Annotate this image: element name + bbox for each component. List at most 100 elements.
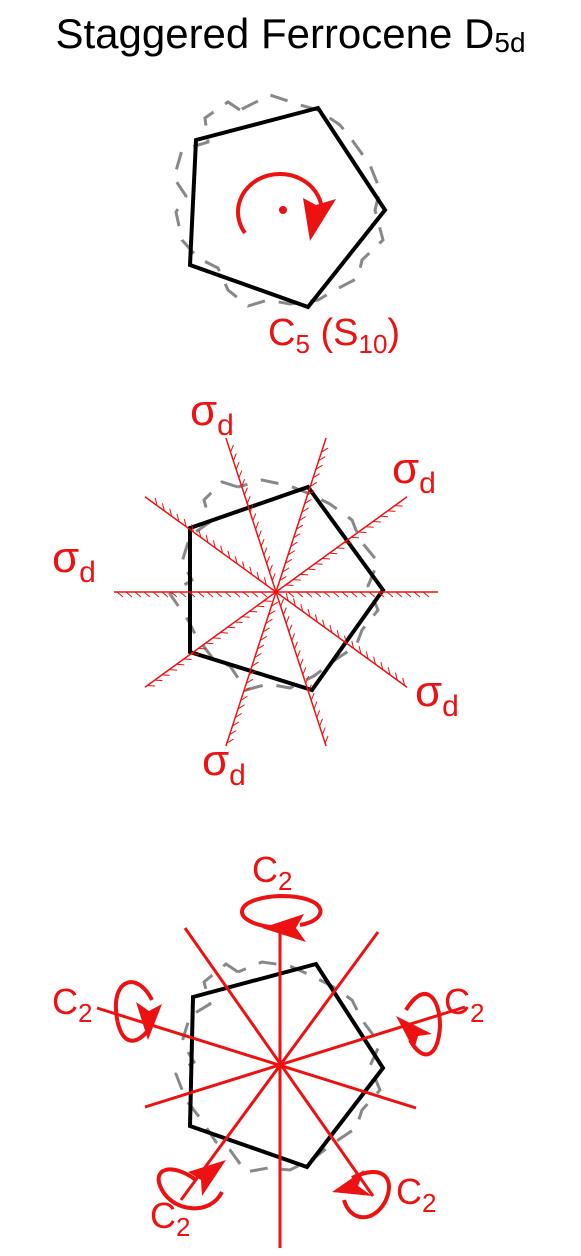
mirror-plane-hatch [248, 670, 256, 676]
mirror-plane-hatch [260, 538, 265, 547]
mirror-plane-hatch [161, 503, 165, 512]
mirror-plane-hatch [332, 591, 340, 598]
mirror-plane-hatch [291, 633, 296, 641]
mirror-plane-hatch [227, 626, 236, 629]
mirror-plane-hatch [212, 540, 216, 549]
mirror-plane-hatch [321, 447, 329, 453]
mirror-plane-hatch [314, 614, 318, 623]
mirror-plane-hatch [321, 727, 326, 735]
mirror-plane-hatch [394, 505, 403, 507]
mirror-plane-hatch [305, 591, 313, 598]
c2-rotation-arrow [113, 980, 154, 1043]
mirror-plane-hatch [249, 566, 253, 575]
mirror-plane-hatch [265, 618, 273, 624]
mirror-plane-hatch [285, 593, 289, 601]
mirror-plane-hatch [294, 641, 298, 650]
mirror-plane-hatch [365, 526, 374, 528]
mirror-plane-hatch [373, 520, 381, 523]
mirror-plane-hatch [279, 576, 287, 582]
c5-rotation-arrow [236, 172, 324, 235]
mirror-plane-hatch [206, 591, 214, 598]
c2-rotation-arrow [404, 992, 443, 1057]
panel-c5-axis: C5 (S10) [172, 93, 400, 359]
mirror-plane-hatch [296, 591, 304, 598]
mirror-plane-hatch [154, 497, 158, 506]
sigma-d-label: σd [202, 736, 246, 792]
top-ring-pentagon [187, 105, 388, 310]
mirror-plane-hatch [266, 556, 271, 564]
mirror-plane-hatch [380, 515, 389, 518]
mirror-plane-hatch [234, 712, 243, 718]
title-subscript: 5d [494, 27, 526, 58]
c2-arrowhead [136, 1002, 162, 1040]
c2-label: C2 [396, 1171, 436, 1218]
mirror-plane-hatch [241, 478, 246, 487]
mirror-plane-hatch [237, 704, 245, 710]
mirror-plane-hatch [293, 533, 301, 539]
mirror-plane-hatch [229, 730, 237, 736]
mirror-plane-hatch [169, 508, 173, 517]
mirror-plane-hatch [307, 490, 315, 496]
c2-rotation-arrow [156, 1167, 224, 1211]
mirror-plane-hatch [233, 591, 241, 598]
mirror-plane-hatch [310, 692, 315, 701]
mirror-plane-hatch [287, 550, 295, 556]
mirror-plane-hatch [134, 591, 142, 598]
mirror-plane-hatch [288, 624, 293, 633]
mirror-plane-hatch [256, 571, 260, 580]
mirror-plane-hatch [404, 591, 412, 598]
mirror-plane-hatch [161, 674, 170, 676]
sigma-d-label: σd [415, 667, 459, 723]
mirror-plane-hatch [314, 591, 322, 598]
mirror-plane-hatch [336, 547, 345, 549]
mirror-plane-hatch [387, 510, 396, 512]
mirror-plane-hatch [246, 678, 254, 684]
mirror-plane-hatch [395, 591, 403, 598]
mirror-plane-hatch [296, 650, 301, 658]
c2-arrowhead [188, 1160, 226, 1196]
mirror-plane-hatch [307, 684, 312, 693]
mirror-plane-hatch [246, 496, 251, 504]
mirror-plane-hatch [230, 444, 234, 453]
c2-label: C2 [150, 1195, 190, 1242]
mirror-plane-hatch [268, 610, 276, 616]
mirror-plane-hatch [263, 600, 272, 602]
mirror-plane-hatch [161, 591, 169, 598]
mirror-plane-hatch [282, 567, 290, 573]
mirror-plane-hatch [380, 661, 384, 670]
mirror-plane-hatch [386, 591, 394, 598]
mirror-plane-hatch [205, 534, 209, 543]
mirror-plane-hatch [176, 513, 180, 522]
top-ring-pentagon [188, 484, 386, 693]
mirror-plane-hatch [198, 647, 207, 650]
mirror-plane-hatch [298, 516, 307, 522]
mirror-plane-hatch [226, 738, 234, 744]
mirror-plane-hatch [359, 591, 367, 598]
mirror-plane-hatch [227, 550, 231, 559]
mirror-plane-hatch [176, 663, 185, 666]
mirror-plane-hatch [336, 630, 340, 638]
sigma-d-label: σd [52, 533, 96, 589]
mirror-plane-hatch [377, 591, 385, 598]
mirror-plane-hatch [212, 637, 221, 639]
mirror-plane-hatch [234, 621, 243, 623]
mirror-plane-hatch [215, 591, 223, 598]
mirror-plane-hatch [224, 591, 232, 598]
mirror-plane-hatch [285, 584, 294, 586]
mirror-plane-lines [114, 437, 438, 747]
mirror-plane-hatch [232, 453, 237, 461]
mirror-plane-hatch [198, 529, 202, 538]
mirror-plane-hatch [318, 456, 326, 462]
mirror-plane-hatch [351, 640, 355, 649]
mirror-plane-hatch [252, 513, 257, 521]
mirror-plane-hatch [220, 632, 229, 634]
mirror-plane-hatch [143, 591, 151, 598]
bottom-ring-dashed [172, 93, 385, 308]
mirror-plane-hatch [263, 577, 267, 586]
mirror-plane-hatch [358, 531, 367, 534]
mirror-plane-hatch [116, 591, 124, 598]
mirror-plane-hatch [280, 598, 285, 607]
mirror-plane-hatch [299, 658, 304, 667]
